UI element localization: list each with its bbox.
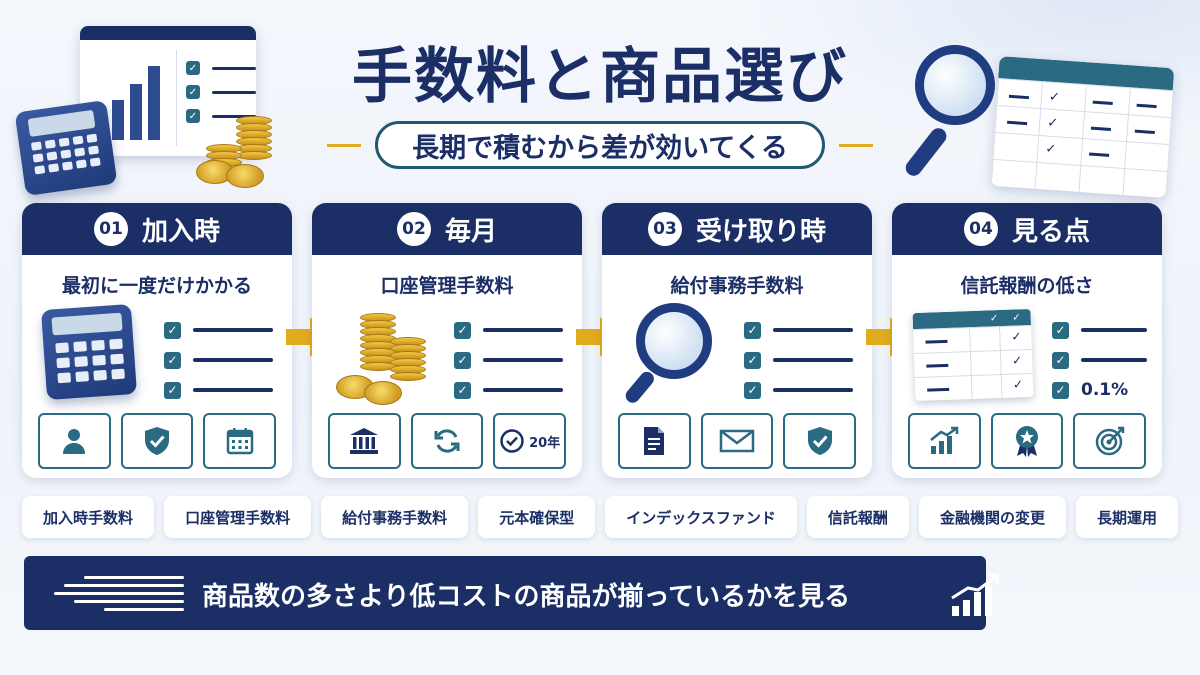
tag-item: 口座管理手数料	[164, 496, 312, 538]
card-title: 見る点	[1011, 216, 1090, 247]
icon-row	[38, 413, 277, 469]
tag-item: 信託報酬	[806, 496, 909, 538]
duration-label: 20年	[529, 435, 561, 451]
target-icon	[1073, 413, 1147, 469]
refresh-icon	[410, 413, 484, 469]
step-number: 04	[963, 212, 998, 246]
growth-chart-icon	[951, 573, 999, 616]
step-card-3: 03 受け取り時 給付事務手数料 ✓ ✓ ✓	[602, 203, 872, 478]
card-subtitle: 給付事務手数料	[670, 275, 804, 297]
page-title: 手数料と商品選び	[352, 42, 848, 112]
table-icon: ✓✓ ✓ ✓ ✓	[912, 308, 1034, 402]
checkbox-icon: ✓	[454, 351, 471, 369]
clock-check-icon: 20年	[493, 413, 567, 469]
banner-text: 商品数の多さより低コストの商品が揃っているかを見る	[202, 582, 851, 612]
person-icon	[38, 413, 111, 469]
shield-check-icon	[783, 413, 857, 469]
checkbox-icon: ✓	[744, 321, 761, 339]
checkbox-icon: ✓	[1052, 321, 1069, 339]
checklist: ✓ ✓ ✓	[454, 315, 563, 405]
subtitle-row: 長期で積むから差が効いてくる	[0, 121, 1200, 169]
subtitle-line-right	[838, 143, 873, 147]
checklist: ✓ ✓ ✓ 0.1%	[1052, 315, 1147, 405]
step-number: 01	[93, 212, 128, 246]
checkbox-icon: ✓	[744, 381, 761, 399]
step-card-4: 04 見る点 信託報酬の低さ ✓✓ ✓ ✓ ✓ ✓ ✓ ✓ 0.1%	[892, 203, 1162, 478]
step-number: 02	[396, 212, 431, 246]
checklist: ✓ ✓ ✓	[164, 315, 273, 405]
growth-chart-icon	[908, 413, 981, 469]
calendar-icon	[203, 413, 277, 469]
step-card-2: 02 毎月 口座管理手数料 ✓ ✓ ✓ 20年	[312, 203, 582, 478]
checkbox-icon: ✓	[1052, 351, 1069, 369]
subtitle-line-left	[327, 143, 362, 147]
card-title: 加入時	[141, 216, 220, 247]
card-title: 受け取り時	[695, 216, 826, 247]
step-card-1: 01 加入時 最初に一度だけかかる ✓ ✓ ✓	[22, 203, 292, 478]
checklist: ✓ ✓ ✓	[744, 315, 853, 405]
checkbox-icon: ✓	[454, 321, 471, 339]
card-subtitle: 口座管理手数料	[380, 275, 514, 297]
fee-rate-value: 0.1%	[1081, 380, 1129, 400]
checkbox-icon: ✓	[164, 351, 181, 369]
award-ribbon-icon	[990, 413, 1064, 469]
checkbox-icon: ✓	[1052, 381, 1069, 399]
speed-lines-icon	[54, 576, 184, 612]
document-icon	[618, 413, 691, 469]
checkbox-icon: ✓	[744, 351, 761, 369]
card-subtitle: 信託報酬の低さ	[960, 275, 1094, 297]
card-title: 毎月	[444, 216, 497, 247]
checkbox-icon: ✓	[164, 321, 181, 339]
keyword-tags: 加入時手数料 口座管理手数料 給付事務手数料 元本確保型 インデックスファンド …	[22, 496, 1179, 538]
calculator-icon	[40, 303, 138, 401]
card-header: 03 受け取り時	[602, 203, 872, 255]
card-header: 02 毎月	[312, 203, 582, 255]
tag-item: 元本確保型	[478, 496, 596, 538]
checkbox-icon: ✓	[164, 381, 181, 399]
tag-item: 長期運用	[1075, 496, 1179, 538]
tag-item: インデックスファンド	[605, 496, 797, 538]
summary-banner: 商品数の多さより低コストの商品が揃っているかを見る	[24, 556, 999, 630]
icon-row: 20年	[328, 413, 567, 469]
card-header: 01 加入時	[22, 203, 292, 255]
bank-icon	[328, 413, 401, 469]
tag-item: 加入時手数料	[22, 496, 155, 538]
shield-check-icon	[120, 413, 194, 469]
page-subtitle: 長期で積むから差が効いてくる	[375, 121, 825, 169]
tag-item: 給付事務手数料	[321, 496, 469, 538]
card-subtitle: 最初に一度だけかかる	[61, 275, 252, 297]
checkbox-icon: ✓	[454, 381, 471, 399]
monitor-chart-illustration: ✓ ✓ ✓	[80, 26, 256, 156]
step-number: 03	[647, 212, 682, 246]
icon-row	[618, 413, 857, 469]
card-header: 04 見る点	[892, 203, 1162, 255]
tag-item: 金融機関の変更	[918, 496, 1066, 538]
mail-icon	[700, 413, 774, 469]
icon-row	[908, 413, 1147, 469]
